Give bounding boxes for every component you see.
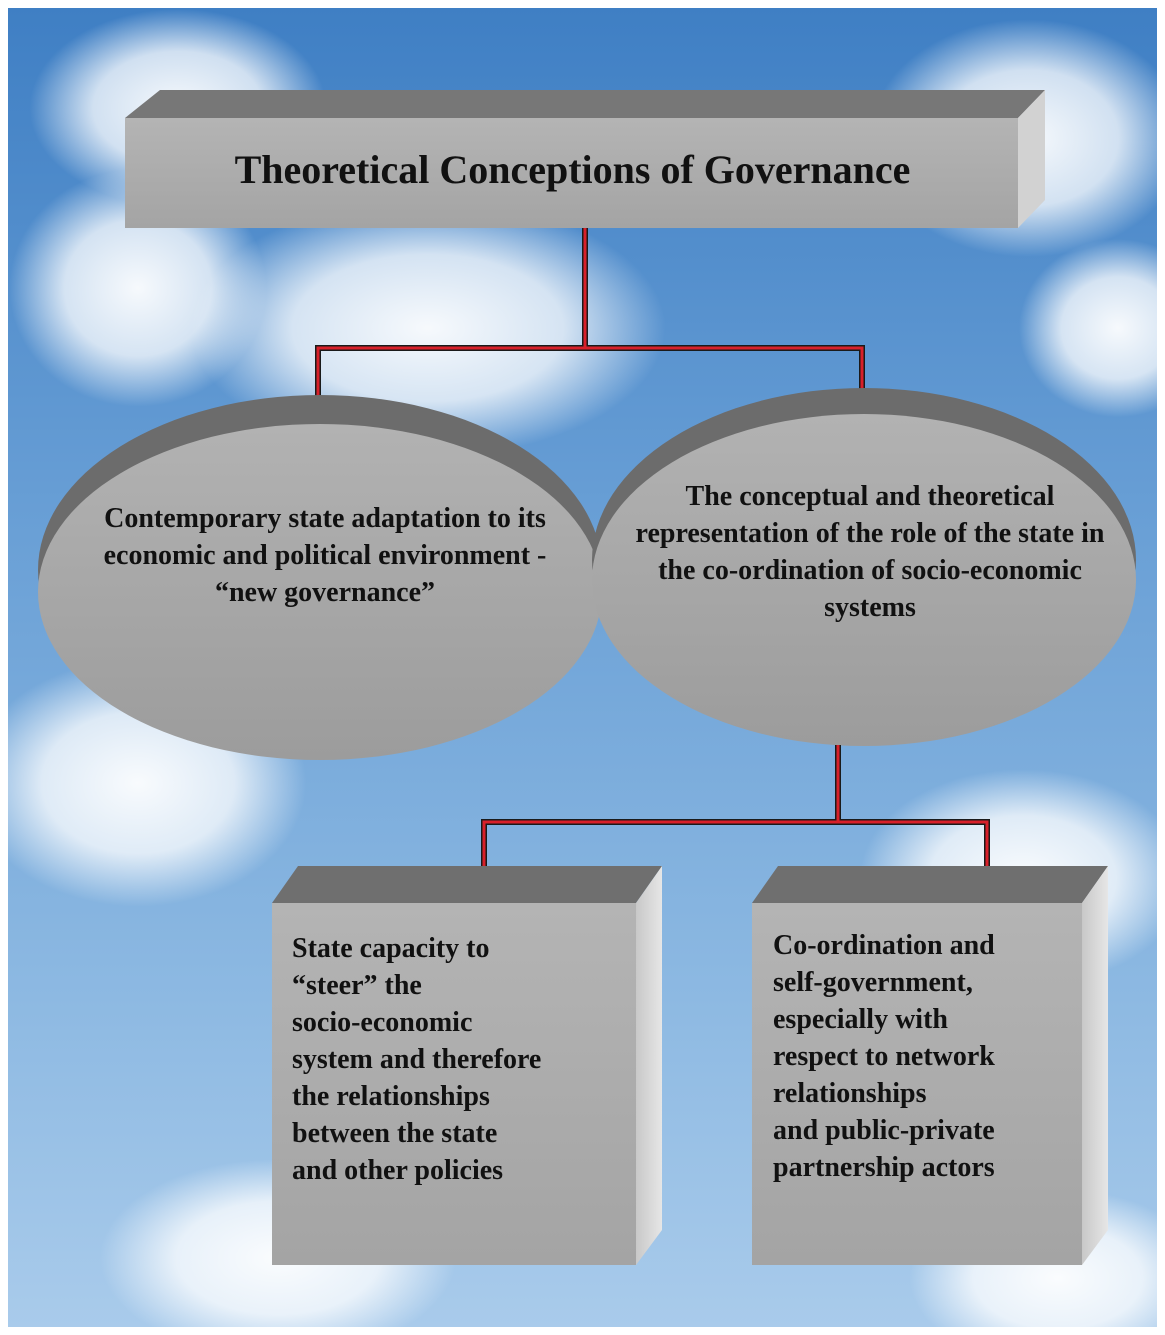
right-oval-face (592, 414, 1136, 746)
title-box-face (125, 118, 1018, 228)
left-oval-face (38, 424, 602, 760)
box-right-top (752, 866, 1108, 903)
title-box-side (1018, 90, 1045, 228)
box-right-label: Co-ordination and self-government, espec… (773, 930, 995, 1183)
title-box (125, 90, 1045, 228)
box-left (272, 866, 662, 1265)
title-box-top (125, 90, 1045, 118)
connector-line (316, 228, 587, 430)
right-oval-label: The conceptual and theoretical represent… (635, 481, 1105, 623)
left-oval-label: Contemporary state adaptation to its eco… (103, 503, 547, 608)
box-right-side (1082, 866, 1108, 1265)
right-oval (592, 388, 1136, 746)
connector-line (482, 745, 840, 903)
connector-oval-to-boxes (481, 745, 990, 903)
left-oval (38, 395, 602, 760)
box-left-side (636, 866, 662, 1265)
box-left-face (272, 903, 636, 1265)
box-left-label: State capacity to “steer” the socio-econ… (292, 933, 542, 1186)
box-left-top (272, 866, 662, 903)
box-right-face (752, 903, 1082, 1265)
box-right (752, 866, 1108, 1265)
diagram-title: Theoretical Conceptions of Governance (234, 147, 911, 192)
